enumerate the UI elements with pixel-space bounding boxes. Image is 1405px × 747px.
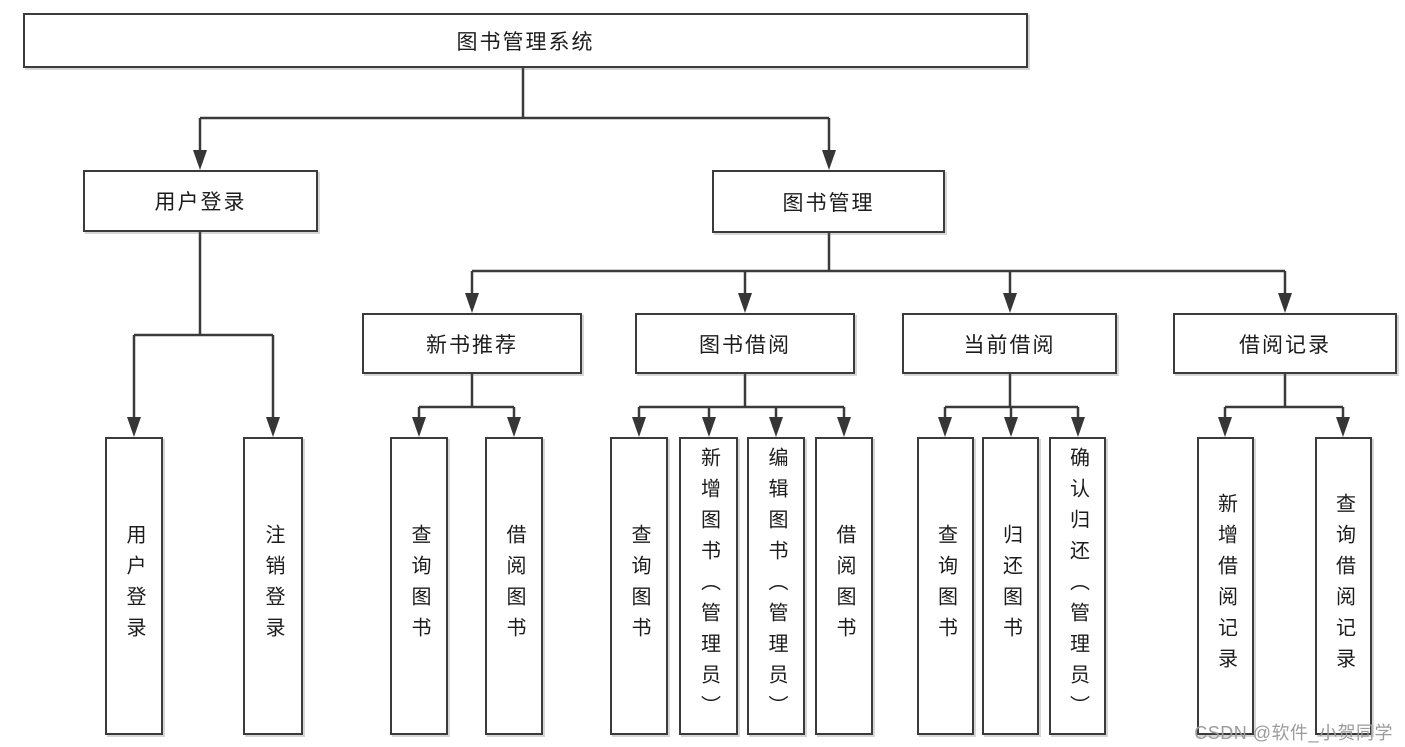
leaf-borrow-books-recommend: 借阅图书	[485, 437, 543, 735]
node-new-book-recommend: 新书推荐	[362, 313, 582, 374]
node-user-login-branch: 用户登录	[83, 170, 318, 232]
node-book-borrowing: 图书借阅	[635, 313, 855, 374]
leaf-logout: 注销登录	[243, 437, 303, 735]
leaf-add-borrow-record: 新增借阅记录	[1197, 437, 1254, 735]
leaf-return-books: 归还图书	[982, 437, 1039, 735]
node-root-system: 图书管理系统	[23, 13, 1028, 68]
node-borrow-records: 借阅记录	[1173, 313, 1397, 374]
leaf-query-books-borrowing: 查询图书	[610, 437, 668, 735]
leaf-add-book-admin: 新增图书（管理员）	[679, 437, 738, 735]
csdn-watermark: CSDN @软件_小贺同学	[1194, 723, 1393, 743]
leaf-query-borrow-record: 查询借阅记录	[1315, 437, 1372, 735]
leaf-edit-book-admin: 编辑图书（管理员）	[747, 437, 805, 735]
leaf-confirm-return-admin: 确认归还（管理员）	[1049, 437, 1106, 735]
node-current-borrowing: 当前借阅	[902, 313, 1117, 374]
leaf-query-books-current: 查询图书	[917, 437, 974, 735]
leaf-user-login: 用户登录	[105, 437, 163, 735]
leaf-query-books-recommend: 查询图书	[390, 437, 448, 735]
leaf-borrow-books: 借阅图书	[815, 437, 873, 735]
node-book-management-branch: 图书管理	[712, 170, 945, 233]
